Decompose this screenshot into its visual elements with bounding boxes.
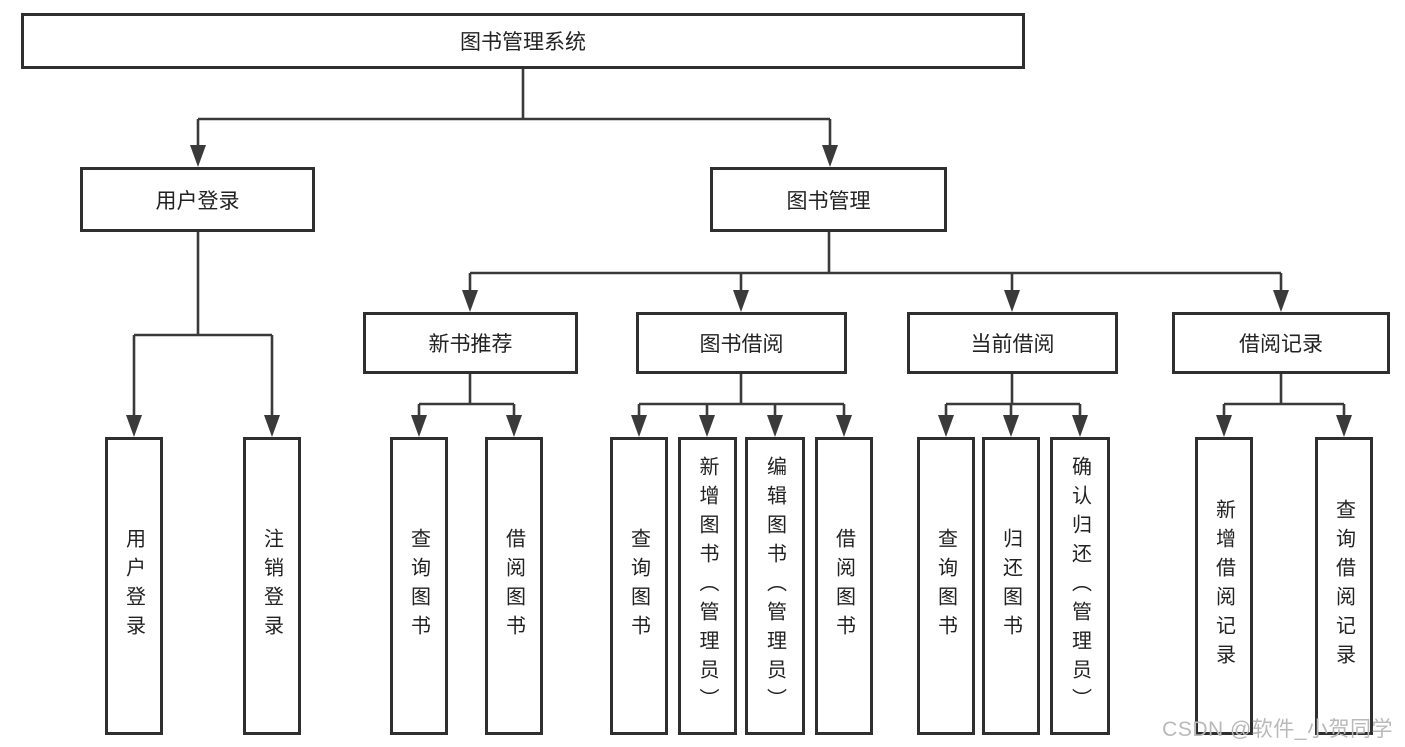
leaf-add-book-admin-label: 新增图书（管理员） [696,455,718,717]
leaf-add-borrow-record-label: 新增借阅记录 [1212,499,1235,673]
node-book-management-label: 图书管理 [786,189,871,213]
leaf-query-books-borrow: 查询图书 [610,437,668,735]
leaf-query-books-borrow-label: 查询图书 [627,528,650,644]
leaf-borrow-books-recommend-label: 借阅图书 [502,528,525,644]
node-root-label: 图书管理系统 [460,31,586,54]
leaf-user-login: 用户登录 [105,437,163,735]
csdn-watermark: CSDN @软件_小贺同学 [1162,718,1393,741]
node-user-login: 用户登录 [80,167,315,232]
leaf-query-books-recommend: 查询图书 [390,437,448,735]
leaf-logout-label: 注销登录 [260,528,283,644]
leaf-return-book: 归还图书 [982,437,1040,735]
leaf-add-book-admin: 新增图书（管理员） [678,437,737,735]
node-book-management: 图书管理 [710,167,947,232]
leaf-edit-book-admin-label: 编辑图书（管理员） [763,455,786,717]
leaf-confirm-return-admin: 确认归还（管理员） [1050,437,1110,735]
leaf-borrow-books-label: 借阅图书 [832,528,855,644]
node-book-borrow-label: 图书借阅 [699,333,784,356]
leaf-borrow-books-recommend: 借阅图书 [485,437,543,735]
leaf-edit-book-admin: 编辑图书（管理员） [745,437,805,735]
node-root: 图书管理系统 [21,13,1025,69]
node-new-book-recommend: 新书推荐 [363,312,578,374]
leaf-borrow-books: 借阅图书 [815,437,873,735]
node-borrow-records-label: 借阅记录 [1239,333,1323,356]
leaf-query-borrow-record-label: 查询借阅记录 [1332,499,1355,673]
leaf-return-book-label: 归还图书 [999,528,1022,644]
leaf-add-borrow-record: 新增借阅记录 [1195,437,1253,735]
leaf-user-login-label: 用户登录 [122,528,145,644]
leaf-query-books-recommend-label: 查询图书 [407,528,430,644]
node-current-borrow: 当前借阅 [907,312,1118,374]
leaf-query-books-current: 查询图书 [917,437,975,735]
node-user-login-label: 用户登录 [155,189,240,213]
leaf-query-books-current-label: 查询图书 [934,528,957,644]
node-current-borrow-label: 当前借阅 [970,333,1055,356]
leaf-logout: 注销登录 [243,437,301,735]
leaf-query-borrow-record: 查询借阅记录 [1315,437,1373,735]
node-book-borrow: 图书借阅 [636,312,847,374]
node-borrow-records: 借阅记录 [1172,312,1390,374]
leaf-confirm-return-admin-label: 确认归还（管理员） [1068,455,1091,717]
node-new-book-recommend-label: 新书推荐 [428,333,513,356]
